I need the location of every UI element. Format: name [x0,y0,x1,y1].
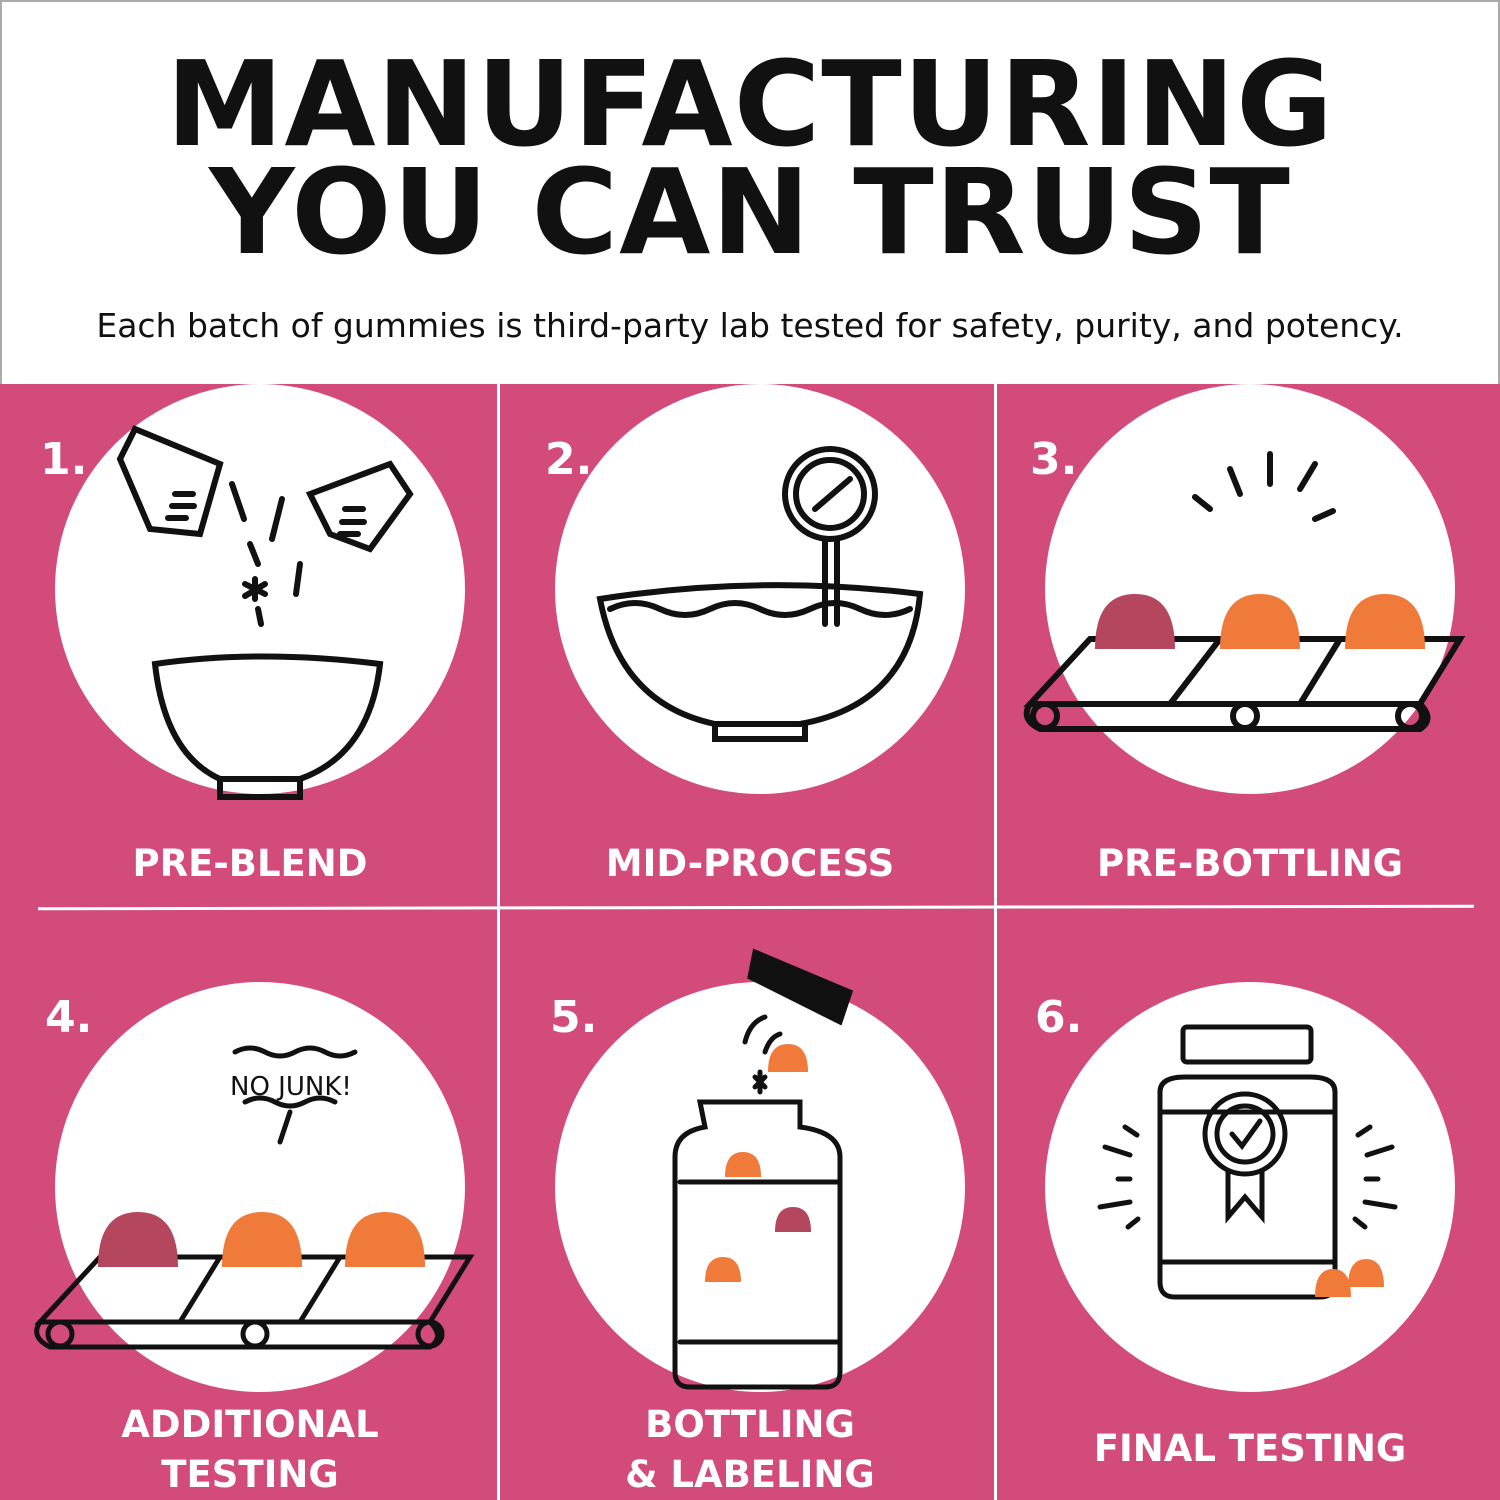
step-number: 5. [550,992,598,1043]
step-label: BOTTLING & LABELING [500,1400,1000,1500]
conveyor-gummies-icon [1023,451,1466,732]
step-number: 3. [1030,434,1078,485]
step-pre-bottling: 3. PRE-BOTTLING [1000,384,1500,942]
step-label: MID-PROCESS [605,842,895,885]
step-bottling-labeling: 5. BOTTLING & LABELING [500,942,1000,1500]
header: MANUFACTURING YOU CAN TRUST Each batch o… [0,0,1500,384]
bowl-thermometer-icon [596,446,924,742]
bottle-filling-icon [672,948,854,1390]
no-junk-speech: NO JUNK! [230,1072,352,1102]
label-line: BOTTLING [645,1403,855,1446]
step-label: ADDITIONAL TESTING [0,1400,500,1500]
label-line: ADDITIONAL [121,1403,379,1446]
step-number: 6. [1035,992,1083,1043]
certified-bottle-icon [1097,1024,1398,1300]
measuring-cups-bowl-icon [116,425,414,800]
label-line: & LABELING [625,1453,875,1496]
conveyor-no-junk-icon [34,1045,475,1350]
step-number: 1. [40,434,88,485]
title-line-1: MANUFACTURING [166,35,1334,173]
step-final-testing: 6. FINAL TESTING [1000,942,1500,1500]
page-title: MANUFACTURING YOU CAN TRUST [2,2,1498,281]
label-line: TESTING [161,1453,339,1496]
step-number: 4. [45,992,93,1043]
step-label: PRE-BLEND [132,842,368,885]
step-number: 2. [545,434,593,485]
divider [497,384,500,1500]
subtitle: Each batch of gummies is third-party lab… [96,306,1404,345]
circle-bg [1045,982,1455,1392]
step-mid-process: 2. MID-PROCESS [500,384,1000,942]
steps-panel: 1. PRE-BLEND 2. MID-PROCESS 3. [0,384,1500,1500]
step-label: FINAL TESTING [1093,1427,1407,1470]
step-pre-blend: 1. PRE-BLEND [0,384,500,942]
divider [994,384,997,1500]
step-additional-testing: 4. NO JUNK! ADDITIONAL TESTING [0,942,500,1500]
circle-bg [555,982,965,1392]
step-label: PRE-BOTTLING [1097,842,1403,885]
title-line-2: YOU CAN TRUST [209,143,1291,281]
